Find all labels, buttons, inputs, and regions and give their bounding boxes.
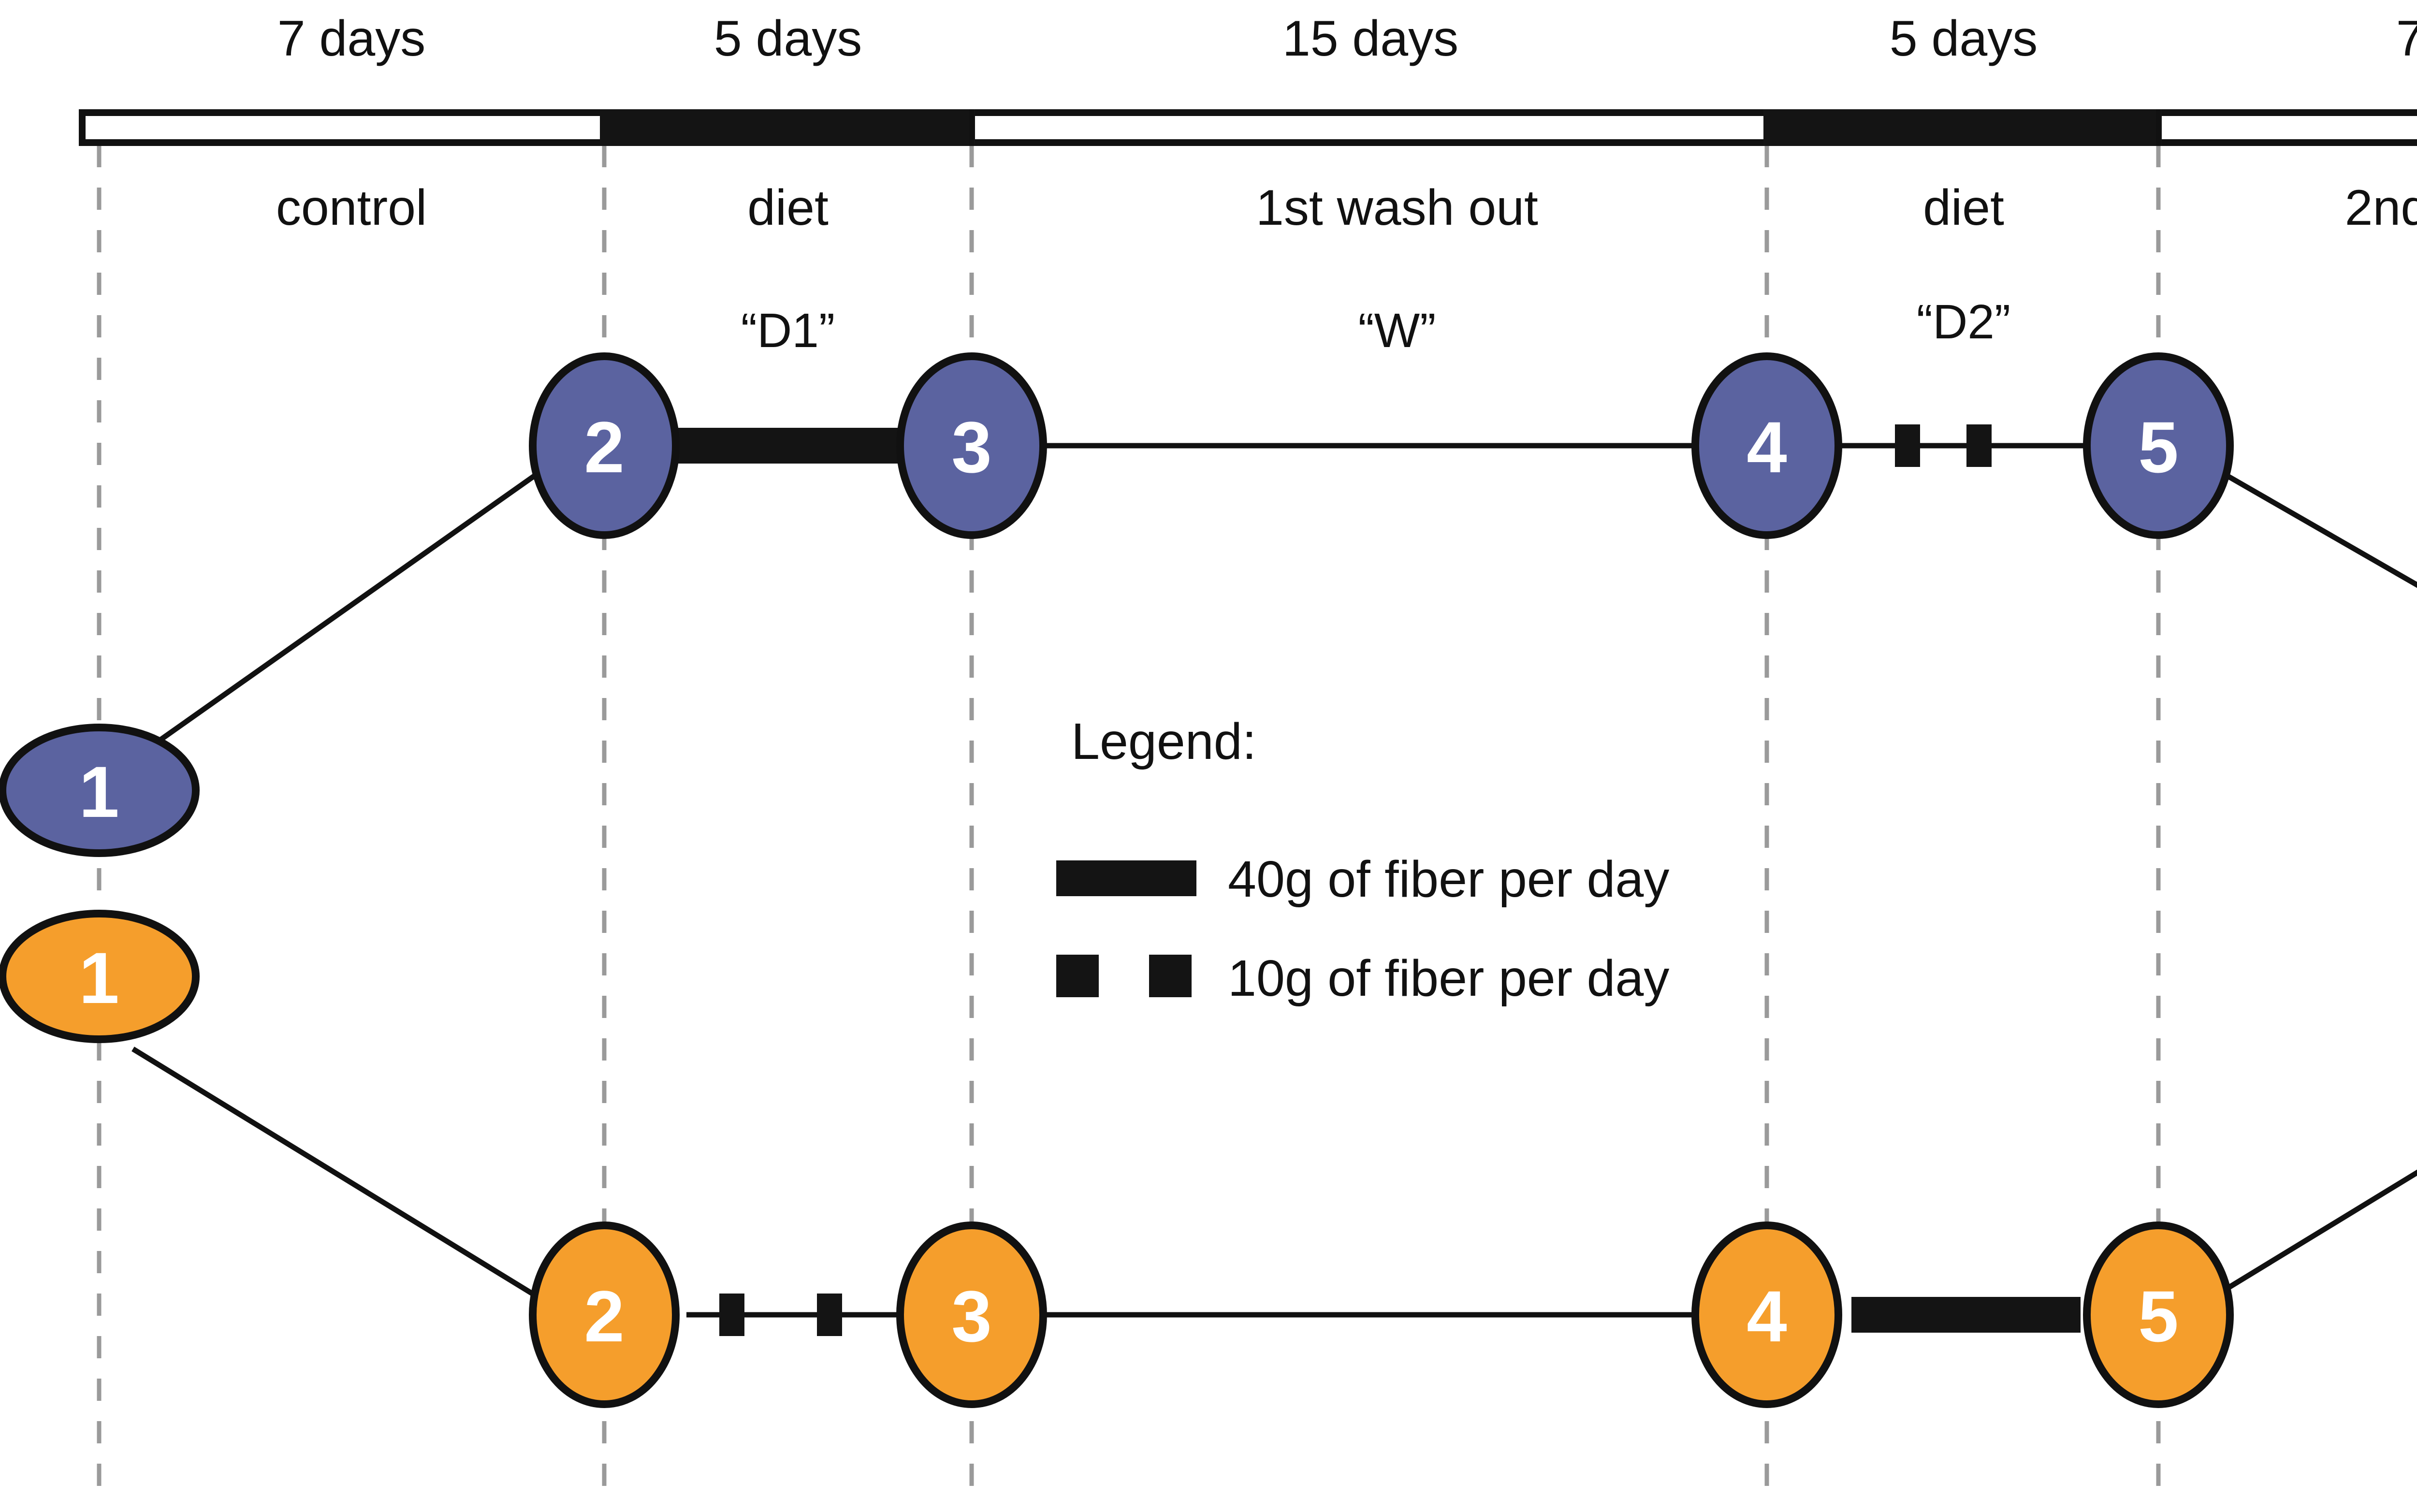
node-a-2-label: 2: [584, 407, 624, 488]
link-b-5-6: [2222, 1169, 2417, 1293]
phase-code-w: “W”: [1358, 304, 1436, 358]
duration-label-4: 7 days: [2396, 11, 2417, 67]
link-a-5-6: [2222, 471, 2417, 588]
legend-swatch-solid-bar-icon: [1056, 860, 1196, 896]
node-a-5[interactable]: 5: [2083, 352, 2234, 539]
guide-lines: [97, 145, 2161, 1494]
link-a-4-5-block-2: [1966, 424, 1992, 467]
node-a-3-label: 3: [951, 407, 991, 488]
node-b-2-label: 2: [584, 1276, 624, 1357]
arm-a-nodes: 1 2 3 4 5 6: [0, 352, 2234, 857]
arm-a-links: [138, 424, 2417, 756]
node-a-1-label: 1: [79, 751, 119, 832]
node-b-4[interactable]: 4: [1691, 1221, 1842, 1408]
legend-label-10g: 10g of fiber per day: [1228, 950, 1669, 1007]
link-a-2-3-thick: [673, 428, 903, 464]
node-b-5-label: 5: [2138, 1276, 2178, 1357]
legend: Legend: 40g of fiber per day 10g of fibe…: [1056, 713, 1669, 1007]
link-b-4-5-thick: [1851, 1297, 2081, 1333]
node-a-4[interactable]: 4: [1691, 352, 1842, 539]
node-b-3-label: 3: [951, 1276, 991, 1357]
phase-label-diet-1: diet: [747, 180, 829, 236]
node-a-4-label: 4: [1747, 407, 1787, 488]
node-b-1-label: 1: [79, 937, 119, 1018]
node-a-2[interactable]: 2: [529, 352, 680, 539]
phase-label-washout-1: 1st wash out: [1256, 180, 1538, 236]
node-a-1[interactable]: 1: [0, 724, 200, 857]
timeline-segment-diet-2: [1763, 109, 2162, 146]
link-a-4-5-block-1: [1895, 424, 1920, 467]
legend-item-10g: 10g of fiber per day: [1056, 950, 1669, 1007]
link-b-2-3-block-1: [719, 1294, 744, 1336]
node-b-5[interactable]: 5: [2083, 1221, 2234, 1408]
phase-label-diet-2: diet: [1923, 180, 2004, 236]
duration-label-1: 5 days: [714, 11, 862, 67]
arm-b-nodes: 1 2 3 4 5 6: [0, 910, 2234, 1408]
phase-code-d2: “D2”: [1917, 295, 2010, 349]
node-b-4-label: 4: [1747, 1276, 1787, 1357]
link-a-1-2: [138, 462, 553, 756]
timeline-segment-diet-1: [600, 109, 975, 146]
node-b-2[interactable]: 2: [529, 1221, 680, 1408]
legend-swatch-dashed-block-2-icon: [1149, 955, 1192, 997]
duration-label-2: 15 days: [1282, 11, 1458, 67]
legend-label-40g: 40g of fiber per day: [1228, 851, 1669, 908]
legend-title: Legend:: [1071, 713, 1256, 770]
duration-label-3: 5 days: [1890, 11, 2038, 67]
node-a-5-label: 5: [2138, 407, 2178, 488]
legend-item-40g: 40g of fiber per day: [1056, 851, 1669, 908]
node-b-1[interactable]: 1: [0, 910, 200, 1043]
phase-label-washout-2: 2nd wash out: [2345, 180, 2417, 236]
duration-label-0: 7 days: [277, 11, 425, 67]
legend-swatch-dashed-block-1-icon: [1056, 955, 1099, 997]
node-b-3[interactable]: 3: [896, 1221, 1047, 1408]
phase-label-control: control: [276, 180, 427, 236]
arm-b-links: [131, 1047, 2417, 1336]
phase-code-d1: “D1”: [741, 304, 835, 358]
link-b-2-3-block-2: [817, 1294, 842, 1336]
timeline-bar: [79, 109, 2417, 146]
node-a-3[interactable]: 3: [896, 352, 1047, 539]
link-b-1-2: [131, 1047, 553, 1308]
